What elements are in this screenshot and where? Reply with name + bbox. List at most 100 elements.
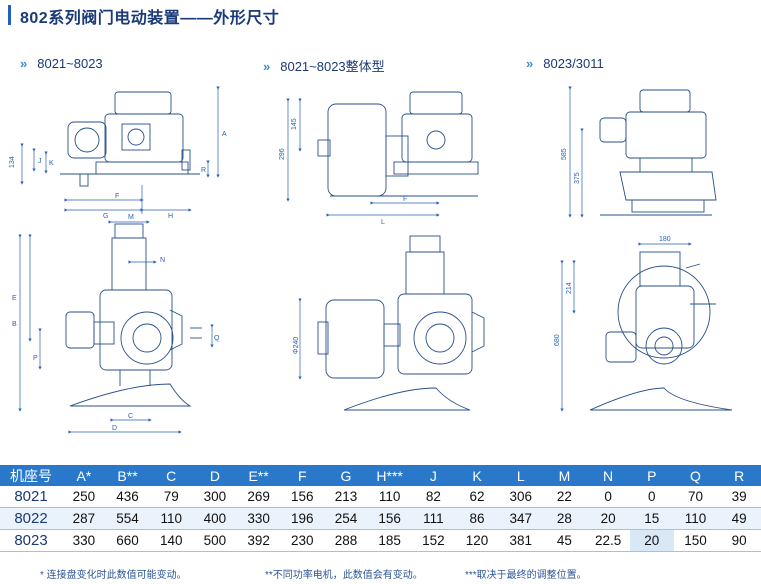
table-cell: 196 xyxy=(280,507,325,530)
col-header: 机座号 xyxy=(0,465,62,486)
col-header: H*** xyxy=(367,465,412,486)
table-cell: 28 xyxy=(542,507,587,530)
dim-label: 180 xyxy=(659,236,671,243)
table-cell: 500 xyxy=(193,529,237,552)
table-cell: 22.5 xyxy=(586,529,630,552)
table-cell: 347 xyxy=(498,507,543,530)
table-cell: 254 xyxy=(324,507,368,530)
integral-side-dimensions xyxy=(286,98,440,217)
table-cell: 90 xyxy=(717,529,761,552)
col-header: F xyxy=(280,465,325,486)
table-cell: 330 xyxy=(236,507,281,530)
dim-label: L xyxy=(381,219,385,226)
table-cell: 110 xyxy=(367,486,412,508)
table-cell: 62 xyxy=(455,486,499,508)
dim-label: M xyxy=(128,214,134,221)
col-header: G xyxy=(324,465,368,486)
dim-label: A xyxy=(222,131,227,138)
dim-label: K xyxy=(49,160,54,167)
3011-side-dimensions xyxy=(568,86,584,218)
front-view-dimensions xyxy=(18,220,214,434)
table-cell: 110 xyxy=(149,507,194,530)
dim-label: N xyxy=(160,257,165,264)
table-cell: 400 xyxy=(193,507,237,530)
dimension-table: 机座号 A* B** C D E** F G H*** J K L M N P … xyxy=(0,465,761,552)
table-cell: 230 xyxy=(280,529,325,552)
dim-label: 375 xyxy=(574,172,581,184)
dim-label: E xyxy=(12,295,17,302)
table-cell: 156 xyxy=(280,486,325,508)
table-cell: 39 xyxy=(717,486,761,508)
footnote: * 连接盘变化时此数值可能变动。 xyxy=(40,570,187,581)
table-cell: 287 xyxy=(62,507,106,530)
table-cell: 120 xyxy=(455,529,499,552)
section-heading-8023-3011: » 8023/3011 xyxy=(526,56,604,71)
section-label: 8021~8023整体型 xyxy=(280,59,385,74)
side-view-dimensions xyxy=(20,86,220,214)
table-cell: 0 xyxy=(629,486,674,508)
table-cell: 15 xyxy=(629,507,674,530)
model-cell: 8023 xyxy=(0,529,62,552)
col-header: Q xyxy=(673,465,718,486)
front-view-3011 xyxy=(589,251,733,411)
dim-label: B xyxy=(12,321,17,328)
col-header: R xyxy=(717,465,761,486)
table-cell: 150 xyxy=(673,529,718,552)
table-cell: 45 xyxy=(542,529,587,552)
section-label: 8021~8023 xyxy=(37,56,103,71)
table-cell: 110 xyxy=(673,507,718,530)
table-cell: 392 xyxy=(236,529,281,552)
title-accent-bar xyxy=(8,5,11,25)
chevron-icon: » xyxy=(526,56,534,71)
3011-front-dimensions xyxy=(560,242,692,412)
col-header: K xyxy=(455,465,499,486)
table-cell: 70 xyxy=(673,486,718,508)
col-header: C xyxy=(149,465,194,486)
dim-label: 585 xyxy=(561,148,568,160)
table-cell: 152 xyxy=(411,529,456,552)
table-cell: 82 xyxy=(411,486,456,508)
col-header: E** xyxy=(236,465,281,486)
table-cell: 140 xyxy=(149,529,194,552)
footnote: ***取决于最终的调整位置。 xyxy=(465,570,587,581)
dim-label: R xyxy=(201,167,206,174)
table-cell: 288 xyxy=(324,529,368,552)
table-cell: 306 xyxy=(498,486,543,508)
table-row: 8023 330 660 140 500 392 230 288 185 152… xyxy=(0,529,761,552)
footnote: **不同功率电机，此数值会有变动。 xyxy=(265,570,423,581)
table-cell: 20 xyxy=(629,529,674,552)
table-cell: 250 xyxy=(62,486,106,508)
side-view-8021 xyxy=(60,91,200,187)
dim-label: 134 xyxy=(9,156,16,168)
table-cell: 436 xyxy=(105,486,150,508)
dim-label: C xyxy=(128,413,133,420)
col-header: N xyxy=(586,465,630,486)
table-cell: 185 xyxy=(367,529,412,552)
col-header: B** xyxy=(105,465,150,486)
dim-label: G xyxy=(103,213,108,220)
table-header-row: 机座号 A* B** C D E** F G H*** J K L M N P … xyxy=(0,465,761,486)
section-heading-integral: »8021~8023整体型 xyxy=(263,56,385,75)
col-header: L xyxy=(498,465,543,486)
dim-label: D xyxy=(112,425,117,432)
table-cell: 49 xyxy=(717,507,761,530)
table-cell: 20 xyxy=(586,507,630,530)
section-label: 8023/3011 xyxy=(543,56,604,71)
side-view-integral xyxy=(317,91,479,197)
col-header: J xyxy=(411,465,456,486)
table-row: 8022 287 554 110 400 330 196 254 156 111… xyxy=(0,507,761,530)
table-cell: 79 xyxy=(149,486,194,508)
table-cell: 213 xyxy=(324,486,368,508)
col-header: P xyxy=(629,465,674,486)
dim-label: H xyxy=(168,213,173,220)
dim-label: 680 xyxy=(554,334,561,346)
table-row: 8021 250 436 79 300 269 156 213 110 82 6… xyxy=(0,486,761,508)
col-header: D xyxy=(193,465,237,486)
table-cell: 0 xyxy=(586,486,630,508)
table-cell: 156 xyxy=(367,507,412,530)
chevron-icon: » xyxy=(20,56,28,71)
side-view-3011 xyxy=(599,89,717,216)
section-heading-8021-8023: » 8021~8023 xyxy=(20,56,103,71)
dim-label: Q xyxy=(214,335,220,342)
dim-label: Φ240 xyxy=(293,337,300,354)
